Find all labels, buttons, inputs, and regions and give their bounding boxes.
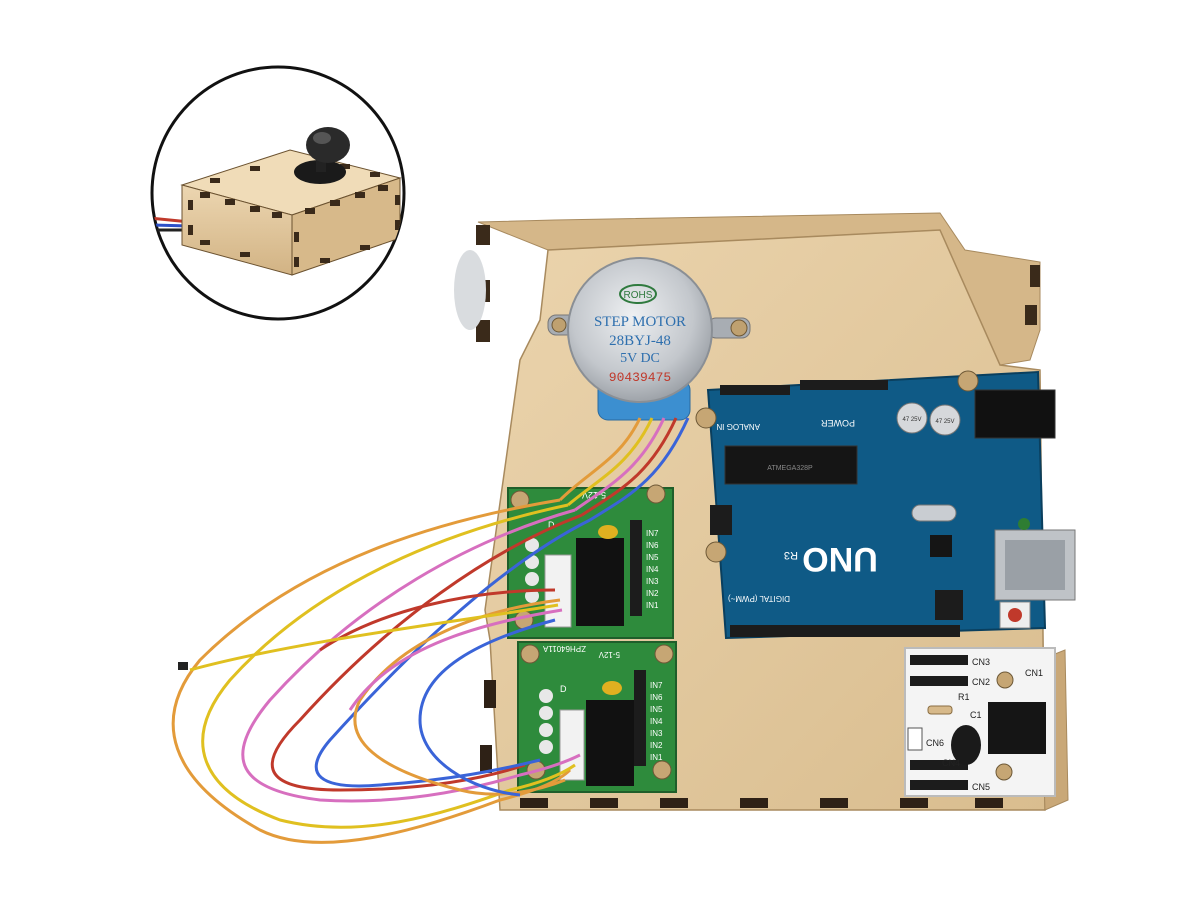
pb-cn2: CN2 bbox=[972, 677, 990, 687]
cap-label-1: 47 25V bbox=[902, 417, 921, 423]
driver-bottom-code: ZPH64011A bbox=[542, 644, 586, 653]
label-analog: ANALOG IN bbox=[716, 422, 760, 431]
pb-c1: C1 bbox=[970, 710, 982, 720]
rohs-badge bbox=[619, 284, 657, 304]
ribbon-wires bbox=[171, 417, 690, 844]
driver-top-in3: IN3 bbox=[646, 577, 659, 586]
revision-label: R3 bbox=[784, 549, 798, 561]
label-power: POWER bbox=[820, 418, 855, 428]
joystick-inset bbox=[150, 65, 406, 321]
stepper-motor: ROHS STEP MOTOR 28BYJ-48 5V DC 90439475 bbox=[547, 257, 751, 421]
motor-label-line2: 28BYJ-48 bbox=[609, 333, 671, 349]
driver-bottom-in4: IN4 bbox=[650, 717, 663, 726]
rohs-text: ROHS bbox=[624, 290, 653, 301]
driver-top-in6: IN6 bbox=[646, 541, 659, 550]
driver-top-in2: IN2 bbox=[646, 589, 659, 598]
pb-cn4: CN4 bbox=[942, 758, 960, 768]
driver-bottom-in5: IN5 bbox=[650, 705, 663, 714]
power-board: CN3 CN2 CN1 R1 C1 CN6 CN4 CN5 bbox=[904, 647, 1056, 797]
driver-bottom-in7: IN7 bbox=[650, 681, 663, 690]
pb-r1: R1 bbox=[958, 692, 970, 702]
pb-cn5: CN5 bbox=[972, 782, 990, 792]
driver-top-mark: D bbox=[548, 520, 555, 530]
pb-cn6: CN6 bbox=[926, 738, 944, 748]
arduino-uno-board: POWER ANALOG IN DIGITAL (PWM~) 47 25V 47… bbox=[695, 370, 1076, 640]
uno-logo: UNO bbox=[802, 540, 878, 578]
cap-label-2: 47 25V bbox=[935, 419, 954, 425]
driver-bottom-in1: IN1 bbox=[650, 753, 663, 762]
label-digital: DIGITAL (PWM~) bbox=[728, 594, 790, 603]
driver-bottom-mark: D bbox=[560, 684, 567, 694]
driver-top-in4: IN4 bbox=[646, 565, 659, 574]
driver-top-in1: IN1 bbox=[646, 601, 659, 610]
driver-bottom-in3: IN3 bbox=[650, 729, 663, 738]
driver-bottom-in2: IN2 bbox=[650, 741, 663, 750]
joystick-knob bbox=[294, 127, 350, 184]
pb-cn1: CN1 bbox=[1025, 668, 1043, 678]
chip-label: ATMEGA328P bbox=[767, 465, 813, 472]
driver-bottom-voltage: 5-12V bbox=[598, 650, 620, 659]
motor-label-line1: STEP MOTOR bbox=[594, 314, 686, 330]
motor-serial: 90439475 bbox=[609, 370, 671, 385]
driver-top-in7: IN7 bbox=[646, 529, 659, 538]
driver-top-in5: IN5 bbox=[646, 553, 659, 562]
driver-bottom-in6: IN6 bbox=[650, 693, 663, 702]
joystick-box bbox=[180, 149, 402, 276]
driver-board-bottom: ZPH64011A D 5-12V IN1 IN2 IN3 IN4 IN5 IN… bbox=[517, 641, 677, 793]
motor-label-line3: 5V DC bbox=[620, 351, 660, 366]
pb-cn3: CN3 bbox=[972, 657, 990, 667]
